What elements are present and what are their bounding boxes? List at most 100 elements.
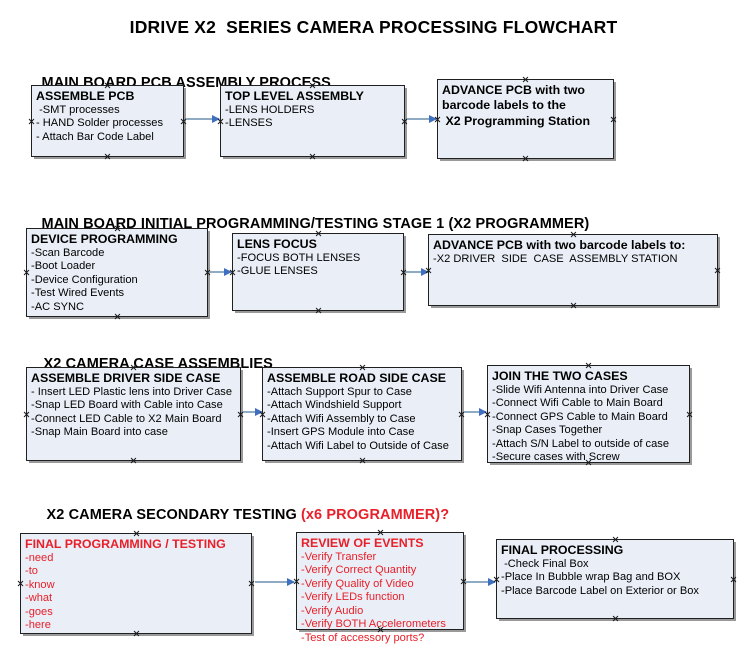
box-top-level-assembly[interactable]: TOP LEVEL ASSEMBLY -LENS HOLDERS -LENSES bbox=[220, 85, 405, 157]
box-line: -Attach Support Spur to Case bbox=[267, 385, 412, 398]
box-title: DEVICE PROGRAMMING bbox=[31, 232, 178, 246]
resize-handle-bottom[interactable] bbox=[104, 153, 111, 160]
box-line: -Attach Wifi Label to Outside of Case bbox=[267, 439, 449, 452]
box-line: -FOCUS BOTH LENSES bbox=[237, 251, 361, 264]
resize-handle-bottom[interactable] bbox=[359, 457, 366, 464]
box-line: -Snap Main Board into case bbox=[31, 426, 168, 439]
section-heading-4: X2 CAMERA SECONDARY TESTING (x6 PROGRAMM… bbox=[30, 491, 450, 539]
box-line: -Verify Quality of Video bbox=[301, 577, 414, 590]
arrowhead-icon bbox=[255, 407, 263, 416]
resize-handle-right[interactable] bbox=[610, 116, 617, 123]
box-lens-focus[interactable]: LENS FOCUS -FOCUS BOTH LENSES -GLUE LENS… bbox=[232, 233, 404, 311]
box-line: -Snap Cases Together bbox=[492, 424, 603, 437]
box-title: FINAL PROGRAMMING / TESTING bbox=[25, 537, 226, 551]
box-line: -Device Configuration bbox=[31, 273, 138, 286]
box-title: REVIEW OF EVENTS bbox=[301, 536, 424, 550]
box-line: -to bbox=[25, 565, 38, 578]
connector-arrow bbox=[243, 407, 263, 416]
box-line: -Verify Correct Quantity bbox=[301, 564, 417, 577]
box-line: -Slide Wifi Antenna into Driver Case bbox=[492, 383, 669, 396]
box-line: -Attach Wifi Assembly to Case bbox=[267, 412, 416, 425]
box-title: ASSEMBLE ROAD SIDE CASE bbox=[267, 371, 446, 385]
box-line: -Verify Audio bbox=[301, 604, 364, 617]
resize-handle-bottom[interactable] bbox=[309, 153, 316, 160]
box-assemble-pcb[interactable]: ASSEMBLE PCB -SMT processes - HAND Solde… bbox=[31, 85, 184, 157]
box-final-processing[interactable]: FINAL PROCESSING -Check Final Box -Place… bbox=[496, 539, 734, 619]
box-line: -Snap LED Board with Cable into Case bbox=[31, 399, 223, 412]
arrowhead-icon bbox=[287, 577, 295, 586]
box-line: -Attach Windshield Support bbox=[267, 399, 402, 412]
box-line: -Place In Bubble wrap Bag and BOX bbox=[501, 571, 681, 584]
box-title: LENS FOCUS bbox=[237, 237, 317, 251]
box-line: X2 Programming Station bbox=[442, 113, 591, 128]
connector-arrow bbox=[407, 114, 437, 123]
box-line: -Secure cases with Screw bbox=[492, 451, 620, 464]
box-line: barcode labels to the bbox=[442, 98, 566, 113]
box-assemble-road-side-case[interactable]: ASSEMBLE ROAD SIDE CASE -Attach Support … bbox=[262, 367, 462, 461]
box-advance-pcb-programming-station[interactable]: ADVANCE PCB with two barcode labels to t… bbox=[437, 79, 614, 159]
resize-handle-top[interactable] bbox=[585, 362, 592, 369]
box-line: -Scan Barcode bbox=[31, 246, 105, 259]
box-title: JOIN THE TWO CASES bbox=[492, 369, 628, 383]
resize-handle-right[interactable] bbox=[248, 580, 255, 587]
box-line-overflow: -Test of accessory ports? bbox=[301, 632, 425, 645]
connector-arrow bbox=[186, 114, 220, 123]
box-line: -LENS HOLDERS bbox=[225, 103, 315, 116]
arrowhead-icon bbox=[421, 267, 429, 276]
resize-handle-top[interactable] bbox=[522, 76, 529, 83]
box-final-programming-testing[interactable]: FINAL PROGRAMMING / TESTING -need -to -k… bbox=[20, 533, 252, 634]
box-line: -Verify LEDs function bbox=[301, 591, 405, 604]
resize-handle-bottom[interactable] bbox=[315, 307, 322, 314]
box-line: ADVANCE PCB with two bbox=[442, 83, 585, 97]
resize-handle-top[interactable] bbox=[359, 364, 366, 371]
resize-handle-left[interactable] bbox=[17, 580, 24, 587]
resize-handle-bottom[interactable] bbox=[130, 457, 137, 464]
box-line: -Check Final Box bbox=[501, 557, 589, 570]
box-join-the-two-cases[interactable]: JOIN THE TWO CASES -Slide Wifi Antenna i… bbox=[487, 365, 690, 463]
box-line: -know bbox=[25, 578, 55, 591]
connector-arrow bbox=[464, 407, 487, 416]
page-title: IDRIVE X2 SERIES CAMERA PROCESSING FLOWC… bbox=[129, 17, 618, 37]
box-line: -what bbox=[25, 592, 53, 605]
box-line: -GLUE LENSES bbox=[237, 265, 318, 278]
arrowhead-icon bbox=[488, 577, 496, 586]
resize-handle-right[interactable] bbox=[714, 267, 721, 274]
box-line: - Insert LED Plastic lens into Driver Ca… bbox=[31, 385, 232, 398]
section-heading-4-text: X2 CAMERA SECONDARY TESTING bbox=[46, 507, 301, 523]
box-title: FINAL PROCESSING bbox=[501, 543, 624, 557]
box-line: -Attach S/N Label to outside of case bbox=[492, 437, 669, 450]
box-line: -Verify Transfer bbox=[301, 550, 377, 563]
box-line: - HAND Solder processes bbox=[36, 117, 164, 130]
resize-handle-bottom[interactable] bbox=[612, 615, 619, 622]
connector-arrow bbox=[406, 267, 429, 276]
connector-arrow bbox=[255, 577, 295, 586]
box-title: ASSEMBLE DRIVER SIDE CASE bbox=[31, 371, 221, 385]
box-line: -Verify BOTH Accelerometers bbox=[301, 618, 446, 631]
box-line: -Place Barcode Label on Exterior or Box bbox=[501, 584, 699, 597]
box-line: -Connect Wifi Cable to Main Board bbox=[492, 397, 663, 410]
box-line: -Test Wired Events bbox=[31, 287, 125, 300]
resize-handle-bottom[interactable] bbox=[570, 302, 577, 309]
box-line: -need bbox=[25, 551, 54, 564]
resize-handle-right[interactable] bbox=[686, 411, 693, 418]
section-heading-4-accent: (x6 PROGRAMMER)? bbox=[300, 507, 450, 523]
box-assemble-driver-side-case[interactable]: ASSEMBLE DRIVER SIDE CASE - Insert LED P… bbox=[26, 367, 241, 461]
box-line: -Connect LED Cable to X2 Main Board bbox=[31, 412, 222, 425]
box-line: -here bbox=[25, 619, 51, 632]
resize-handle-right[interactable] bbox=[730, 576, 737, 583]
resize-handle-left[interactable] bbox=[28, 118, 35, 125]
connector-arrow bbox=[210, 267, 232, 276]
box-review-of-events[interactable]: REVIEW OF EVENTS -Verify Transfer -Verif… bbox=[296, 532, 464, 644]
resize-handle-left[interactable] bbox=[23, 411, 30, 418]
arrowhead-icon bbox=[224, 267, 232, 276]
resize-handle-left[interactable] bbox=[23, 269, 30, 276]
box-line: -AC SYNC bbox=[31, 300, 85, 313]
box-line: -SMT processes bbox=[36, 103, 120, 116]
box-advance-pcb-driver-side-station[interactable]: ADVANCE PCB with two barcode labels to: … bbox=[428, 234, 718, 306]
box-line: -Insert GPS Module into Case bbox=[267, 426, 415, 439]
resize-handle-bottom[interactable] bbox=[522, 155, 529, 162]
resize-handle-top[interactable] bbox=[612, 536, 619, 543]
box-device-programming[interactable]: DEVICE PROGRAMMING -Scan Barcode -Boot L… bbox=[26, 228, 208, 317]
box-line: -X2 DRIVER SIDE CASE ASSEMBLY STATION bbox=[433, 252, 678, 265]
